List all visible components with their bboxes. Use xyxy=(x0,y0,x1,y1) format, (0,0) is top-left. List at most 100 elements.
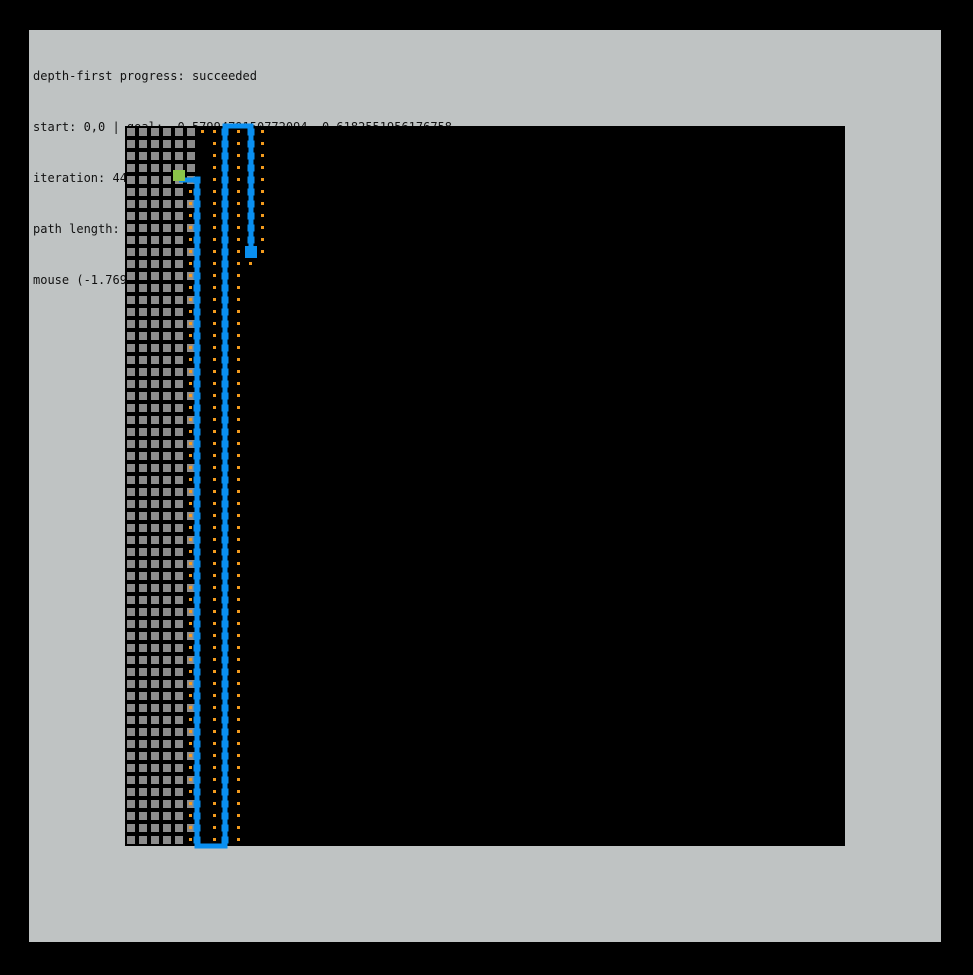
frontier-cell xyxy=(189,238,192,241)
visited-cell xyxy=(163,296,171,304)
visited-cell xyxy=(175,368,183,376)
visited-cell xyxy=(127,404,135,412)
visited-cell xyxy=(127,332,135,340)
path-waypoint xyxy=(221,776,229,784)
visited-cell xyxy=(139,164,147,172)
path-waypoint xyxy=(193,572,201,580)
visited-cell xyxy=(175,320,183,328)
frontier-cell xyxy=(189,730,192,733)
frontier-cell xyxy=(189,538,192,541)
path-waypoint xyxy=(193,440,201,448)
frontier-cell xyxy=(213,598,216,601)
path-waypoint xyxy=(221,212,229,220)
path-waypoint xyxy=(247,152,255,160)
frontier-cell xyxy=(189,442,192,445)
frontier-cells xyxy=(189,130,264,841)
visited-cell xyxy=(151,812,159,820)
visited-cell xyxy=(139,548,147,556)
visited-cell xyxy=(163,284,171,292)
visited-cell xyxy=(151,140,159,148)
frontier-cell xyxy=(213,226,216,229)
visited-cell xyxy=(151,716,159,724)
visited-cell xyxy=(163,332,171,340)
frontier-cell xyxy=(189,658,192,661)
visited-cell xyxy=(127,236,135,244)
path-waypoint xyxy=(221,176,229,184)
path-waypoint xyxy=(221,632,229,640)
frontier-cell xyxy=(189,226,192,229)
visited-cell xyxy=(163,188,171,196)
frontier-cell xyxy=(237,406,240,409)
visited-cell xyxy=(175,836,183,844)
visited-cell xyxy=(139,728,147,736)
visited-cell xyxy=(151,824,159,832)
visited-cell xyxy=(151,596,159,604)
visited-cell xyxy=(139,788,147,796)
frontier-cell xyxy=(189,478,192,481)
visited-cell xyxy=(139,560,147,568)
visited-cell xyxy=(175,452,183,460)
frontier-cell xyxy=(213,178,216,181)
visited-cell xyxy=(175,716,183,724)
path-waypoint xyxy=(221,716,229,724)
path-waypoint xyxy=(221,704,229,712)
frontier-cell xyxy=(237,418,240,421)
visited-cell xyxy=(151,524,159,532)
path-waypoint xyxy=(221,728,229,736)
visited-cell xyxy=(163,608,171,616)
visited-cell xyxy=(151,740,159,748)
visited-cell xyxy=(127,464,135,472)
frontier-cell xyxy=(189,370,192,373)
visited-cell xyxy=(139,188,147,196)
visited-cell xyxy=(151,500,159,508)
frontier-cell xyxy=(189,778,192,781)
path-waypoint xyxy=(193,800,201,808)
frontier-cell xyxy=(237,454,240,457)
frontier-cell xyxy=(213,214,216,217)
visited-cell xyxy=(163,740,171,748)
path-waypoint xyxy=(193,308,201,316)
path-waypoint xyxy=(193,812,201,820)
visited-cell xyxy=(163,776,171,784)
visited-cell xyxy=(163,728,171,736)
path-waypoint xyxy=(221,440,229,448)
frontier-cell xyxy=(213,430,216,433)
visited-cell xyxy=(127,812,135,820)
visited-cell xyxy=(175,212,183,220)
frontier-cell xyxy=(189,310,192,313)
path-waypoint xyxy=(221,644,229,652)
path-waypoint xyxy=(221,500,229,508)
frontier-cell xyxy=(237,274,240,277)
path-waypoint xyxy=(193,584,201,592)
frontier-cell xyxy=(189,526,192,529)
visited-cell xyxy=(151,788,159,796)
visited-cell xyxy=(163,644,171,652)
visited-cell xyxy=(175,392,183,400)
frontier-cell xyxy=(213,286,216,289)
search-grid-canvas[interactable] xyxy=(125,123,845,849)
visited-cell xyxy=(151,800,159,808)
frontier-cell xyxy=(213,262,216,265)
frontier-cell xyxy=(249,262,252,265)
frontier-cell xyxy=(237,466,240,469)
path-waypoint xyxy=(193,704,201,712)
path-waypoint xyxy=(221,284,229,292)
visited-cell xyxy=(151,836,159,844)
frontier-cell xyxy=(213,838,216,841)
visited-cell xyxy=(151,572,159,580)
path-waypoint xyxy=(221,452,229,460)
visited-cell xyxy=(127,308,135,316)
frontier-cell xyxy=(237,670,240,673)
visited-cell xyxy=(151,224,159,232)
visited-cell xyxy=(163,260,171,268)
visited-cell xyxy=(139,236,147,244)
visited-cell xyxy=(175,332,183,340)
visited-cell xyxy=(175,632,183,640)
frontier-cell xyxy=(237,142,240,145)
frontier-cell xyxy=(213,166,216,169)
path-waypoint xyxy=(221,428,229,436)
visited-cell xyxy=(127,380,135,388)
path-waypoint xyxy=(221,368,229,376)
visited-cell xyxy=(139,152,147,160)
visited-cell xyxy=(151,260,159,268)
